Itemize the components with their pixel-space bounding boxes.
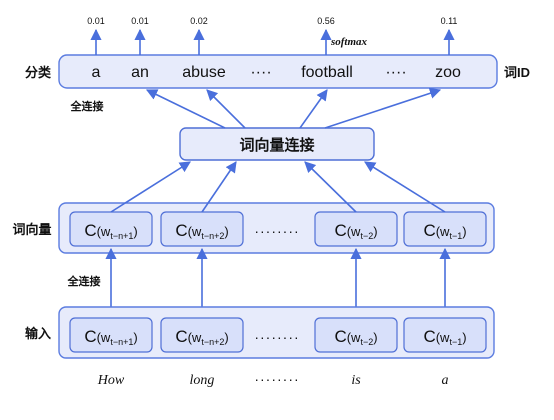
concat-box xyxy=(179,127,375,161)
prob-abuse: 0.02 xyxy=(190,16,208,26)
fc-arrow-4 xyxy=(324,87,442,129)
vector-cell: C(wt−n+2) xyxy=(160,211,244,247)
word-vector-label: 词向量 xyxy=(12,222,51,237)
input-cell: C(wt−n+2) xyxy=(160,317,244,353)
concat-arrow-1 xyxy=(110,161,191,213)
softmax-label: softmax xyxy=(330,36,368,48)
vector-ellipsis: ········ xyxy=(254,223,299,239)
svg-text:C(wt−n+2): C(wt−n+2) xyxy=(175,221,228,241)
vocab-word-a: a xyxy=(92,64,101,81)
concat-arrow-2 xyxy=(201,161,237,213)
input-word-ellipsis: ········ xyxy=(254,371,299,387)
classify-label: 分类 xyxy=(25,65,52,80)
input-label: 输入 xyxy=(25,326,51,341)
vocab-word-football: football xyxy=(301,64,353,81)
classification-band xyxy=(58,54,498,89)
input-ellipsis: ········ xyxy=(254,329,299,345)
vocab-word-abuse: abuse xyxy=(182,64,226,81)
svg-text:C(wt−2): C(wt−2) xyxy=(334,327,377,347)
vector-cell: C(wt−2) xyxy=(314,211,398,247)
vector-cell: C(wt−n+1) xyxy=(69,211,153,247)
input-word-is: is xyxy=(351,373,361,388)
prob-an: 0.01 xyxy=(131,16,149,26)
svg-text:C(wt−1): C(wt−1) xyxy=(423,221,466,241)
input-cell: C(wt−n+1) xyxy=(69,317,153,353)
concat-arrow-3 xyxy=(304,161,357,213)
fc-arrow-2 xyxy=(206,89,246,129)
concat-arrow-4 xyxy=(364,161,446,213)
vocab-word-an: an xyxy=(131,64,149,81)
prob-football: 0.56 xyxy=(317,16,335,26)
svg-text:C(wt−n+1): C(wt−n+1) xyxy=(84,327,137,347)
word-id-label: 词ID xyxy=(504,65,530,80)
fc-arrow-1 xyxy=(145,89,226,129)
svg-text:C(wt−n+1): C(wt−n+1) xyxy=(84,221,137,241)
concat-label: 词向量连接 xyxy=(239,136,314,154)
input-word-a: a xyxy=(442,373,449,388)
svg-text:C(wt−1): C(wt−1) xyxy=(423,327,466,347)
vocab-ellipsis-2: ···· xyxy=(385,64,406,81)
prob-zoo: 0.11 xyxy=(441,16,458,26)
input-cell: C(wt−1) xyxy=(403,317,487,353)
input-word-long: long xyxy=(190,373,215,388)
vocab-ellipsis-1: ···· xyxy=(250,64,271,81)
fc-bottom-label: 全连接 xyxy=(67,274,101,288)
vector-cell: C(wt−1) xyxy=(403,211,487,247)
input-cell: C(wt−2) xyxy=(314,317,398,353)
fc-top-label: 全连接 xyxy=(70,99,104,113)
prob-a: 0.01 xyxy=(87,16,105,26)
input-word-how: How xyxy=(97,373,125,388)
fc-arrow-3 xyxy=(299,89,328,129)
svg-text:C(wt−n+2): C(wt−n+2) xyxy=(175,327,228,347)
vocab-word-zoo: zoo xyxy=(435,64,461,81)
svg-text:C(wt−2): C(wt−2) xyxy=(334,221,377,241)
